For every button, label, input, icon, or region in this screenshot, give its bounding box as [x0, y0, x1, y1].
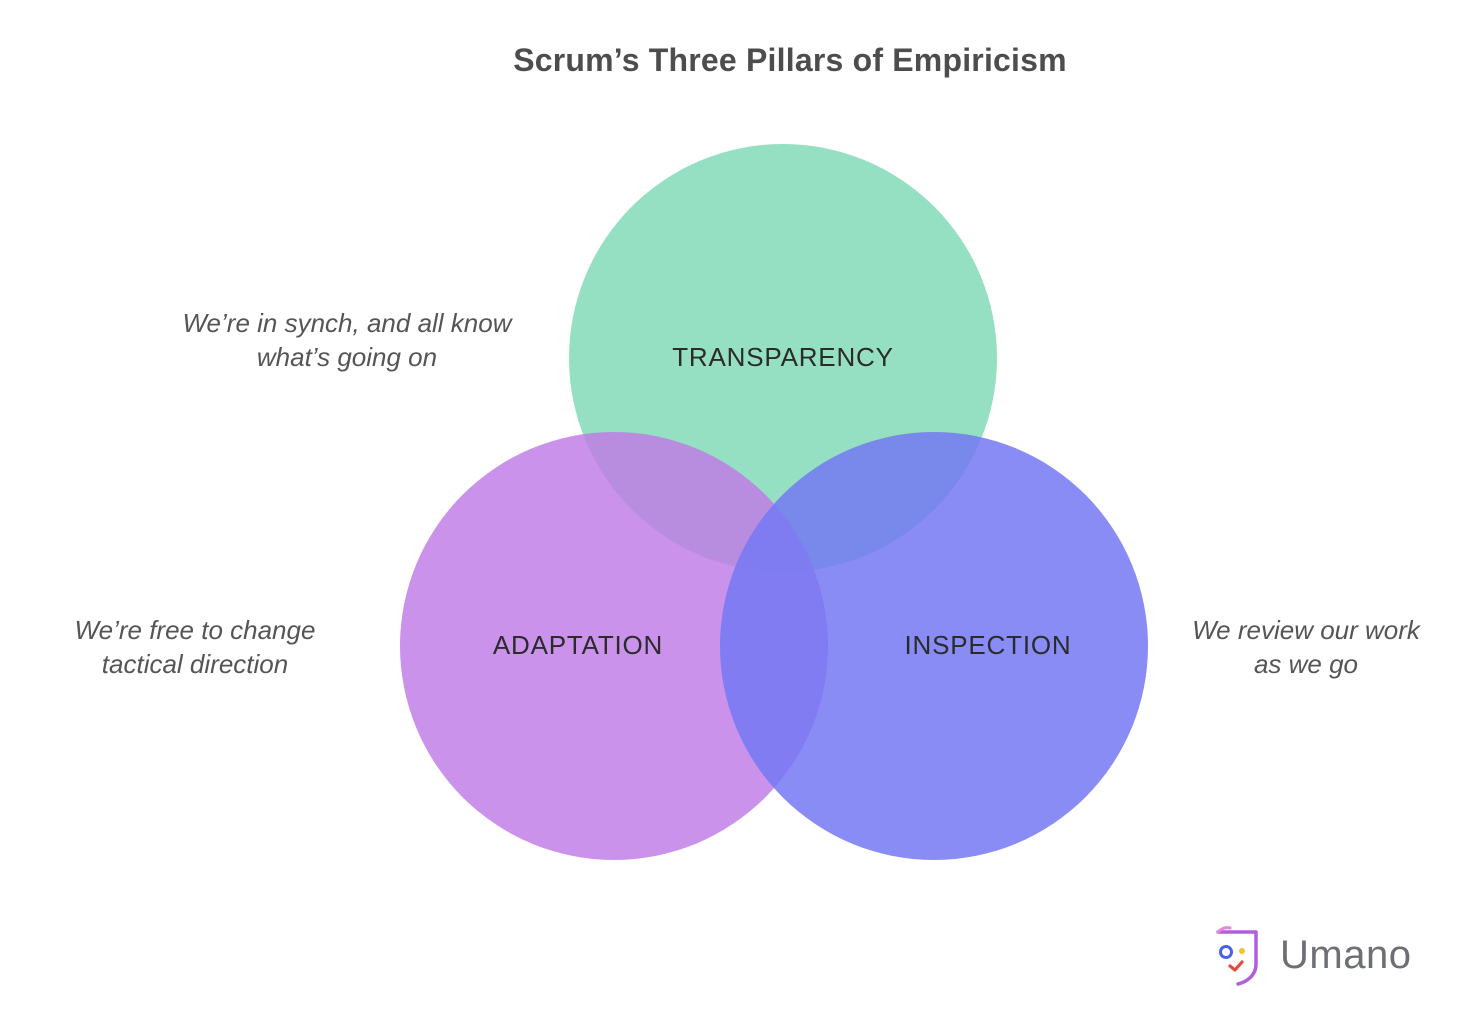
brand-logo: Umano: [1212, 920, 1411, 990]
adaptation-description-line-1: We’re free to change: [74, 615, 316, 645]
brand-name: Umano: [1280, 932, 1412, 977]
transparency-description-line-1: We’re in synch, and all know: [182, 308, 512, 338]
inspection-label: INSPECTION: [904, 630, 1072, 660]
adaptation-label: ADAPTATION: [492, 630, 664, 660]
diagram-title: Scrum’s Three Pillars of Empiricism: [513, 42, 1067, 78]
adaptation-circle: [400, 432, 828, 860]
inspection-circle: [720, 432, 1148, 860]
inspection-description-line-2: as we go: [1253, 649, 1359, 679]
inspection-description: We review our work as we go: [1166, 613, 1446, 681]
inspection-description-line-1: We review our work: [1192, 615, 1420, 645]
umano-logo-icon: [1216, 926, 1258, 986]
transparency-label: TRANSPARENCY: [672, 342, 894, 372]
adaptation-description-line-2: tactical direction: [101, 649, 289, 679]
transparency-description-line-2: what’s going on: [256, 342, 438, 372]
adaptation-description: We’re free to change tactical direction: [45, 613, 345, 681]
transparency-description: We’re in synch, and all know what’s goin…: [147, 306, 547, 374]
